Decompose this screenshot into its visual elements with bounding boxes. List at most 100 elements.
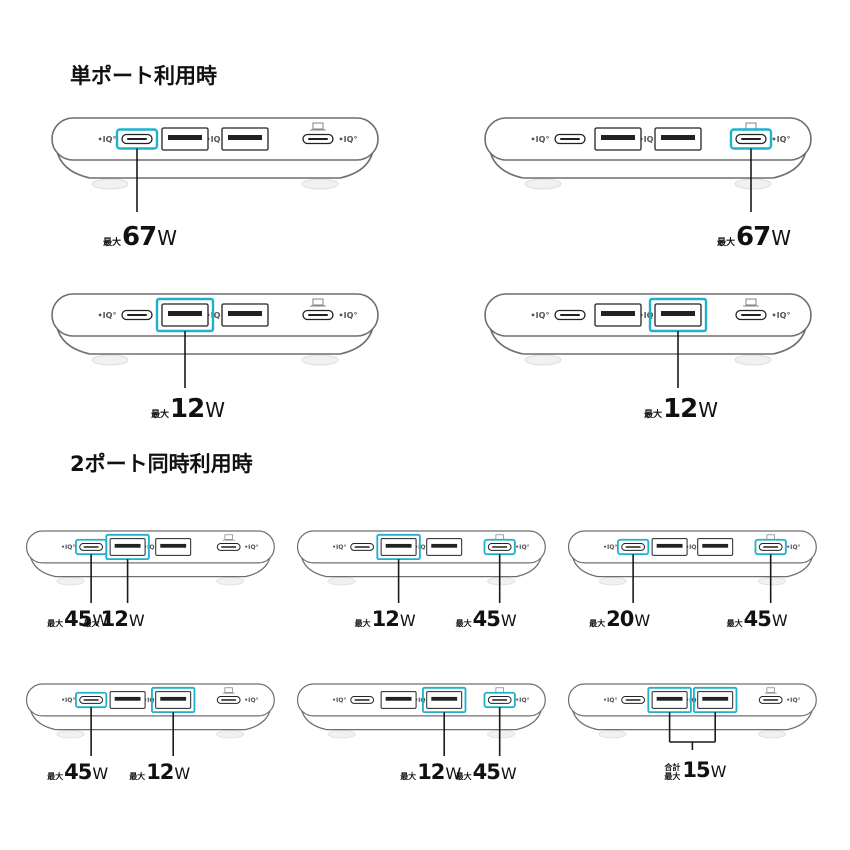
usb-c-port-pin	[83, 699, 99, 701]
usb-a-port-tongue	[656, 543, 683, 548]
charger-foot	[487, 576, 516, 586]
wattage-value: 67	[122, 222, 157, 252]
wattage-unit: W	[399, 611, 416, 630]
usb-c-port-pin	[492, 699, 508, 701]
iq-mark: •IQ°	[772, 311, 791, 320]
iq-mark: •IQ°	[61, 543, 75, 551]
usb-a-port-tongue	[385, 543, 412, 548]
single-port-title: 単ポート利用時	[70, 64, 217, 88]
charger-single-0: •IQ°•IQ•IQ°	[51, 117, 379, 190]
wattage-value: 45	[472, 760, 501, 784]
usb-c-port-pin	[560, 138, 580, 140]
usb-a-port-tongue	[168, 311, 202, 316]
max-prefix: 最大	[83, 619, 100, 628]
usb-c-port-pin	[83, 546, 99, 548]
usb-a-port-tongue	[702, 696, 729, 701]
charger-face	[484, 293, 812, 337]
charger-foot	[327, 576, 356, 586]
max-prefix: 最大	[47, 619, 64, 628]
wattage-unit: W	[500, 611, 517, 630]
usb-a-port-tongue	[160, 543, 187, 548]
iq-mark: •IQ°	[531, 311, 550, 320]
charger-foot	[734, 354, 772, 366]
wattage-value: 12	[371, 607, 400, 631]
wattage-value: 15	[682, 758, 710, 782]
wattage-unit: W	[500, 764, 517, 783]
wattage-value: 12	[663, 394, 698, 424]
charger-foot	[56, 729, 85, 739]
max-prefix: 最大	[129, 772, 146, 781]
max-prefix: 最大	[354, 619, 371, 628]
charger-foot	[487, 729, 516, 739]
usb-a-port-tongue	[661, 311, 695, 316]
iq-mark: •IQ°	[772, 135, 791, 144]
wattage-unit: W	[771, 611, 788, 630]
wattage-unit: W	[128, 611, 145, 630]
max-prefix: 最大	[589, 619, 606, 628]
charger-face	[567, 683, 817, 717]
iq-mark: •IQ°	[98, 311, 117, 320]
usb-a-port-tongue	[228, 311, 262, 316]
usb-a-port-tongue	[702, 543, 729, 548]
charger-foot	[301, 178, 339, 190]
charger-single-2: •IQ°•IQ•IQ°	[51, 293, 379, 366]
usb-c-port-pin	[741, 314, 761, 316]
charger-foot	[758, 576, 787, 586]
total-max-prefix: 合計最大	[664, 763, 681, 781]
wattage-unit: W	[710, 762, 727, 781]
usb-a-port-tongue	[601, 311, 635, 316]
wattage-value: 12	[100, 607, 129, 631]
wattage-unit: W	[445, 764, 462, 783]
iq-mark: •IQ°	[339, 135, 358, 144]
max-prefix: 最大	[644, 410, 663, 420]
charger-foot	[91, 354, 129, 366]
charger-foot	[524, 354, 562, 366]
iq-mark: •IQ	[639, 311, 654, 320]
usb-c-port-pin	[127, 138, 147, 140]
wattage-value: 12	[170, 394, 205, 424]
charger-foot	[598, 729, 627, 739]
wattage-value: 12	[417, 760, 445, 784]
wattage-value: 20	[606, 607, 634, 631]
usb-c-port-pin	[763, 699, 779, 701]
charger-dual-5: •IQ°•IQ•IQ°	[567, 683, 817, 739]
max-prefix: 最大	[717, 238, 736, 248]
laptop-icon	[224, 687, 233, 693]
usb-a-port-tongue	[431, 696, 458, 701]
max-prefix: 最大	[400, 772, 417, 781]
usb-a-port-tongue	[656, 696, 683, 701]
charger-face	[484, 117, 812, 161]
iq-mark: •IQ	[639, 135, 654, 144]
usb-c-port-pin	[221, 699, 237, 701]
usb-c-port-pin	[625, 546, 641, 548]
iq-mark: •IQ	[206, 135, 221, 144]
usb-a-port-tongue	[168, 135, 202, 140]
charger-foot	[216, 576, 245, 586]
charger-foot	[598, 576, 627, 586]
charger-dual-2: •IQ°•IQ•IQ°	[567, 530, 817, 586]
usb-c-port-pin	[741, 138, 761, 140]
charger-single-3: •IQ° •IQ •IQ°	[484, 293, 812, 366]
usb-c-port-pin	[354, 699, 370, 701]
charger-foot	[91, 178, 129, 190]
usb-c-port-pin	[354, 546, 370, 548]
iq-mark: •IQ°	[332, 696, 346, 704]
iq-mark: •IQ	[685, 544, 696, 551]
usb-a-port-tongue	[601, 135, 635, 140]
usb-a-port-tongue	[160, 696, 187, 701]
charger-dual-0: •IQ°•IQ•IQ°	[25, 530, 275, 586]
usb-c-port-pin	[763, 546, 779, 548]
laptop-icon	[745, 298, 757, 306]
charger-single-1: •IQ°•IQ•IQ°	[484, 117, 812, 190]
iq-mark: •IQ°	[332, 543, 346, 551]
usb-a-port-tongue	[114, 696, 141, 701]
